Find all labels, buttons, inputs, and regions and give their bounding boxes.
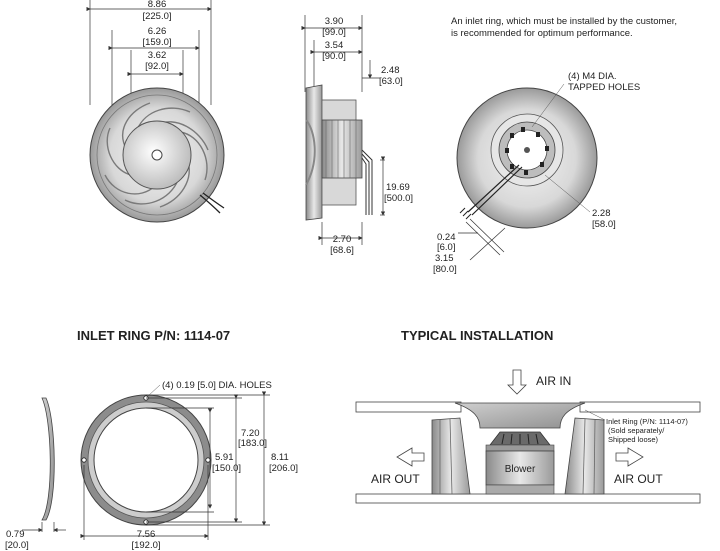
front-dim-3-imperial: 3.62 <box>148 50 167 61</box>
blower-label: Blower <box>505 464 536 475</box>
front-dim-2-metric: [159.0] <box>142 37 171 48</box>
inlet-ring-callout-3: Shipped loose) <box>608 435 659 444</box>
side-dim-3-metric: [63.0] <box>379 76 403 87</box>
front-dim-3-metric: [92.0] <box>145 61 169 72</box>
side-dim-5-metric: [68.6] <box>330 245 354 256</box>
inlet-ring-callout-1: Inlet Ring (P/N: 1114-07) <box>606 417 688 426</box>
front-view: 8.86 [225.0] 6.26 [159.0] 3.62 [92.0] <box>86 0 225 223</box>
inlet-dim-1-imperial: 7.20 <box>241 428 260 439</box>
front-dim-1-imperial: 8.86 <box>148 0 167 10</box>
installation-title: TYPICAL INSTALLATION <box>401 328 553 343</box>
inlet-dim-4-imperial: 0.79 <box>6 529 25 540</box>
inlet-dim-3-metric: [206.0] <box>269 463 298 474</box>
front-dim-1-metric: [225.0] <box>142 11 171 22</box>
air-in-arrow-icon <box>507 369 527 395</box>
rear-view: An inlet ring, which must be installed b… <box>433 16 677 275</box>
inlet-dim-1-metric: [183.0] <box>238 438 267 449</box>
inlet-ring-note-line-2: is recommended for optimum performance. <box>451 28 633 39</box>
inlet-ring-note-line-1: An inlet ring, which must be installed b… <box>451 16 677 27</box>
inlet-dim-3-imperial: 8.11 <box>271 452 289 463</box>
side-dim-3-imperial: 2.48 <box>381 65 400 76</box>
inlet-ring-section: INLET RING P/N: 1114-07 (4) 0.19 [5.0] D… <box>5 328 298 551</box>
air-out-left-label: AIR OUT <box>371 472 420 486</box>
tapped-holes-label-1: (4) M4 DIA. <box>568 71 617 82</box>
air-out-right-arrow-icon <box>615 447 644 467</box>
side-dim-2-metric: [90.0] <box>322 51 346 62</box>
side-dim-2-imperial: 3.54 <box>325 40 344 51</box>
inlet-ring-title: INLET RING P/N: 1114-07 <box>77 328 230 343</box>
air-out-right-label: AIR OUT <box>614 472 663 486</box>
inlet-dim-2-imperial: 5.91 <box>215 452 234 463</box>
inlet-dim-5-metric: [192.0] <box>131 540 160 551</box>
side-dim-1-imperial: 3.90 <box>325 16 344 27</box>
inlet-dim-2-metric: [150.0] <box>212 463 241 474</box>
rear-dim-3-metric: [80.0] <box>433 264 457 275</box>
side-view: 3.90 [99.0] 3.54 [90.0] 2.48 [63.0] 19.6… <box>301 15 413 256</box>
installation-section: TYPICAL INSTALLATION AIR IN Blower AIR O… <box>355 328 701 504</box>
front-dim-2-imperial: 6.26 <box>148 26 167 37</box>
inlet-ring-callout-2: (Sold separately/ <box>608 426 665 435</box>
tapped-holes-label-2: TAPPED HOLES <box>568 82 640 93</box>
rear-dim-1-imperial: 2.28 <box>592 208 611 219</box>
side-dim-4-imperial: 19.69 <box>386 182 410 193</box>
inlet-dim-5-imperial: 7.56 <box>137 529 156 540</box>
side-dim-4-metric: [500.0] <box>384 193 413 204</box>
rear-dim-1-metric: [58.0] <box>592 219 616 230</box>
side-dim-5-imperial: 2.70 <box>333 234 352 245</box>
inlet-dim-4-metric: [20.0] <box>5 540 29 551</box>
rear-dim-2-metric: [6.0] <box>437 242 456 253</box>
rear-dim-2-imperial: 0.24 <box>437 232 456 243</box>
rear-dim-3-imperial: 3.15 <box>435 253 454 264</box>
side-dim-1-metric: [99.0] <box>322 27 346 38</box>
inlet-holes-label: (4) 0.19 [5.0] DIA. HOLES <box>162 380 272 391</box>
air-out-left-arrow-icon <box>396 447 425 467</box>
air-in-label: AIR IN <box>536 374 571 388</box>
